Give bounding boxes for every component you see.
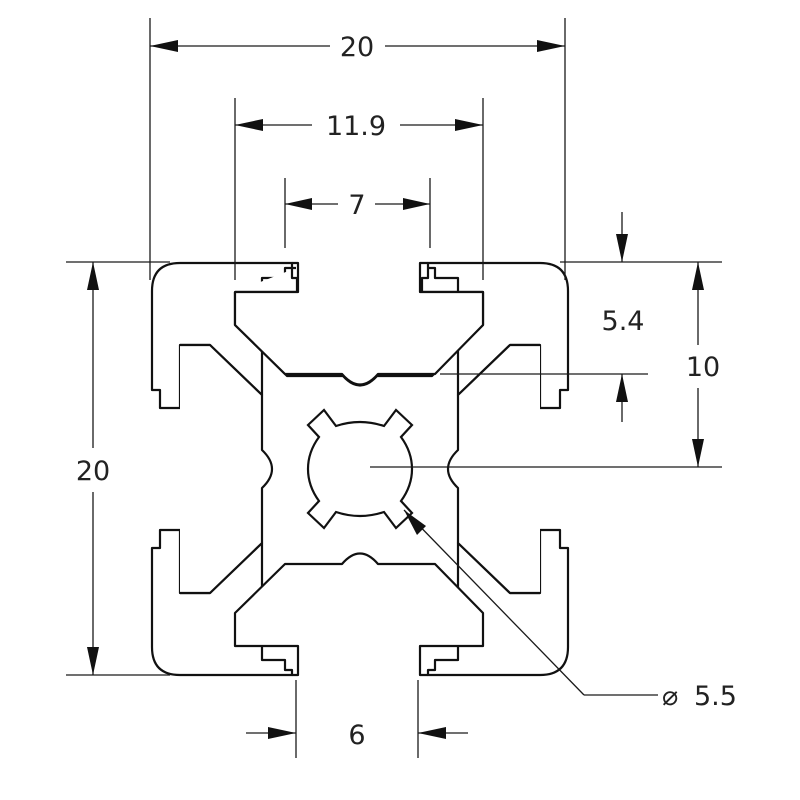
dim-slot-width-label: 6 [348, 720, 365, 751]
dim-half-height-label: 10 [686, 352, 720, 383]
dim-bore-diameter-label: 5.5 [694, 681, 737, 712]
dim-overall-height-label: 20 [76, 456, 110, 487]
dimensions: 20 11.9 7 [66, 18, 737, 758]
dim-overall-height: 20 [66, 261, 170, 676]
dim-slot-depth-label: 5.4 [602, 306, 645, 337]
center-bore [306, 408, 414, 530]
dim-half-height: 10 [370, 261, 722, 468]
dim-slot-opening-inner: 7 [284, 178, 431, 248]
slot-walls [180, 261, 540, 677]
dim-slot-opening-outer-label: 11.9 [326, 111, 386, 142]
dim-overall-width: 20 [149, 18, 566, 280]
dim-slot-depth: 5.4 [440, 212, 648, 422]
dim-bore-diameter-symbol: ⌀ [662, 681, 678, 712]
dim-slot-opening-inner-label: 7 [348, 190, 365, 221]
profile-body [150, 261, 570, 677]
dim-slot-opening-outer: 11.9 [234, 98, 484, 280]
dim-slot-width: 6 [246, 680, 468, 758]
dim-overall-width-label: 20 [340, 32, 374, 63]
dim-bore-diameter: ⌀ 5.5 [403, 509, 737, 712]
